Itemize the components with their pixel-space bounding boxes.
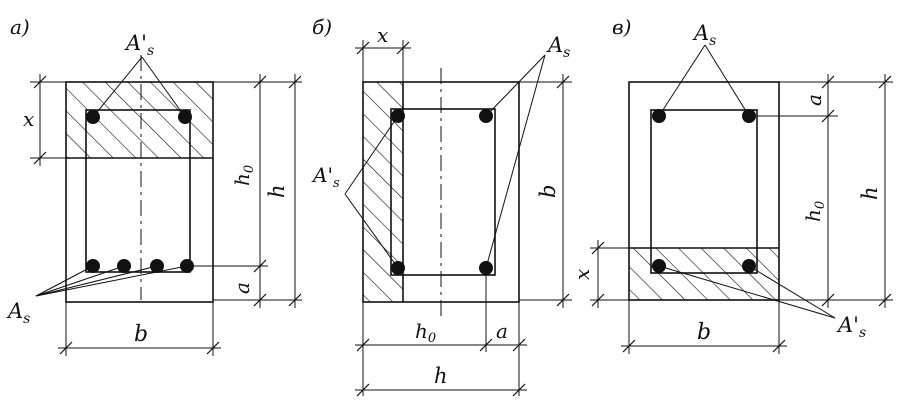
- figure-c-tick: [878, 75, 892, 89]
- figure-a-label-b: b: [134, 322, 148, 347]
- figure-b-leader: [485, 54, 546, 269]
- figure-a-label-h: h: [265, 184, 289, 198]
- figure-b-label-b: b: [536, 185, 560, 198]
- figure-a-tick: [253, 259, 267, 273]
- figure-b-label-x: x: [377, 23, 388, 47]
- figure-c-tick: [772, 339, 786, 353]
- figure-a-leader: [35, 265, 188, 297]
- figure-b: б) x As A's b: [311, 15, 572, 397]
- figure-b-label-h0: h0: [415, 319, 436, 346]
- figure-c-label-x: x: [570, 269, 594, 280]
- figure-c-label-h0: h0: [801, 201, 828, 222]
- figure-b-label-h: h: [434, 364, 448, 388]
- figure-b-label-a: a: [496, 319, 508, 343]
- figure-b-stirrup: [390, 108, 496, 276]
- figure-a-label-as: As: [6, 299, 30, 327]
- figure-c-tick: [591, 241, 605, 255]
- figure-a-label-a: a: [230, 282, 254, 294]
- figure-a-tick: [253, 75, 267, 89]
- figure-a-tick: [206, 341, 220, 355]
- figure-c-leader: [658, 265, 836, 319]
- figure-a-leader: [35, 265, 125, 297]
- figure-a-caption: а): [10, 15, 30, 39]
- figure-a-section-outline: [65, 81, 214, 303]
- figure-a-leader: [92, 56, 143, 118]
- figure-c-tick: [821, 109, 835, 123]
- figure-b-tick: [556, 75, 570, 89]
- figure-c-label-as-prime: A's: [836, 313, 866, 341]
- figure-c-label-b: b: [697, 320, 711, 345]
- figure-b-tick: [396, 41, 410, 55]
- figure-c-caption: в): [612, 15, 631, 39]
- figure-c-section-outline: [628, 81, 780, 301]
- figure-c-leader: [704, 44, 750, 117]
- figure-a-leader: [141, 56, 186, 118]
- figure-c-compression-zone: [629, 248, 779, 300]
- figure-b-label-as-prime: A's: [311, 163, 340, 191]
- figure-a-tick: [288, 75, 302, 89]
- figure-c: в) As A's a h0 h: [570, 15, 893, 354]
- figure-a-label-x: x: [23, 107, 34, 131]
- figure-b-tick: [512, 383, 526, 397]
- figure-b-leader: [344, 193, 399, 269]
- figure-b-tick: [356, 383, 370, 397]
- figure-b-tick: [512, 338, 526, 352]
- figure-a-tick: [33, 75, 47, 89]
- figure-b-tick: [479, 338, 493, 352]
- figure-c-label-h: h: [858, 186, 882, 200]
- figure-a-leader: [35, 265, 158, 297]
- figure-c-tick: [591, 293, 605, 307]
- figure-b-tick: [556, 293, 570, 307]
- figure-a-label-h0: h0: [230, 165, 257, 186]
- figure-a-tick: [59, 341, 73, 355]
- figure-a: а) A's As x: [6, 15, 302, 356]
- figure-b-caption: б): [312, 15, 332, 39]
- figure-c-stirrup: [650, 109, 758, 274]
- figure-a-tick: [33, 151, 47, 165]
- figure-a-stirrup: [85, 109, 191, 273]
- figure-c-tick: [821, 293, 835, 307]
- figure-b-tick: [356, 338, 370, 352]
- figure-c-label-a: a: [802, 94, 826, 106]
- figure-c-tick: [878, 293, 892, 307]
- figure-a-leader: [35, 265, 94, 297]
- figure-b-label-as: As: [546, 33, 570, 61]
- figure-c-leader: [748, 265, 836, 319]
- figure-b-leader: [485, 54, 546, 117]
- figure-a-label-as-prime: A's: [124, 31, 154, 59]
- figure-c-leader: [658, 44, 706, 117]
- figure-c-tick: [622, 339, 636, 353]
- figure-b-leader: [344, 115, 399, 195]
- figure-c-label-as: As: [692, 21, 716, 49]
- figure-b-tick: [356, 41, 370, 55]
- figure-c-tick: [821, 75, 835, 89]
- figure-a-tick: [288, 293, 302, 307]
- figure-a-tick: [253, 293, 267, 307]
